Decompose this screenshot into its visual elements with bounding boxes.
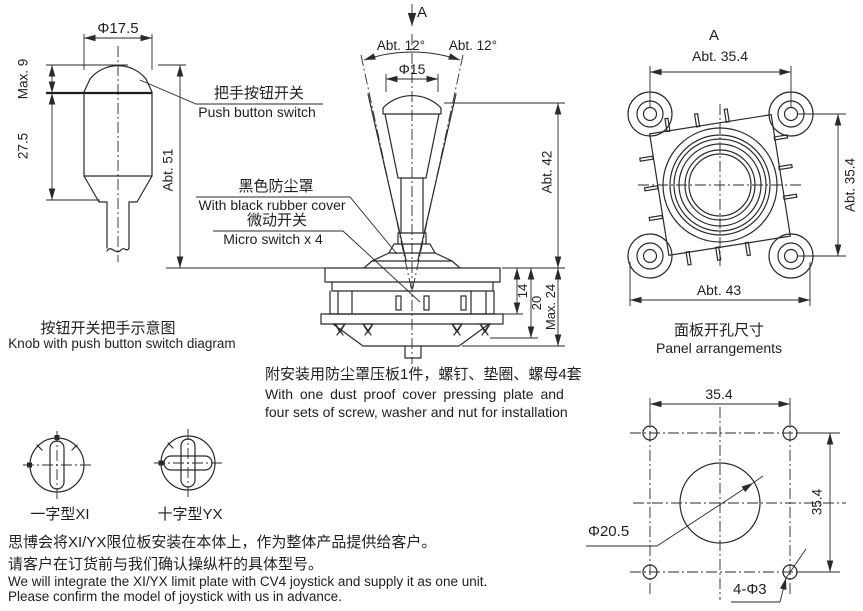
leader-label-rubber-cover-en: With black rubber cover	[198, 197, 346, 213]
knob-side-figure	[46, 34, 421, 303]
caption-knob-en: Knob with push button switch diagram	[8, 336, 236, 351]
view-label-panel-a: A	[708, 27, 720, 44]
leader-label-micro-switch-en: Micro switch x 4	[223, 231, 323, 247]
footer-line-en-1: We will integrate the XI/YX limit plate …	[8, 574, 488, 589]
view-label-a-arrow: A	[417, 4, 428, 21]
dim-label-center-hole: Φ20.5	[588, 523, 630, 540]
knob-type-yx-figure	[154, 429, 222, 497]
dim-label-template-height: 35.4	[809, 488, 825, 516]
footer-line-en-2: Please confirm the model of joystick wit…	[8, 589, 342, 604]
caption-knob-type-xi: 一字型XI	[30, 506, 90, 523]
dim-label-max24: Max. 24	[542, 283, 558, 331]
panel-view-figure	[627, 66, 846, 306]
dim-label-knob-abt51: Abt. 51	[160, 148, 176, 192]
dim-label-panel-width: Abt. 35.4	[691, 48, 749, 64]
caption-panel-zh: 面板开孔尺寸	[673, 322, 765, 339]
dim-label-panel-height: Abt. 35.4	[842, 157, 858, 213]
leader-label-micro-switch-zh: 微动开关	[246, 212, 308, 229]
footer-line-zh-1: 思博会将XI/YX限位板安装在本体上，作为整体产品提供给客户。	[8, 534, 437, 551]
dim-label-joystick-diameter: Φ15	[398, 61, 426, 77]
leader-label-rubber-cover-zh: 黑色防尘罩	[238, 178, 314, 195]
dim-label-knob-max9: Max. 9	[15, 58, 31, 100]
leader-label-push-button-en: Push button switch	[198, 104, 316, 120]
note-line-en-1: With one dust proof cover pressing plate…	[265, 386, 564, 402]
caption-knob-zh: 按钮开关把手示意图	[40, 320, 176, 337]
dim-label-panel-overall: Abt. 43	[696, 282, 742, 298]
dim-label-angle-right: Abt. 12°	[448, 38, 498, 53]
note-line-en-2: four sets of screw, washer and nut for i…	[265, 404, 568, 420]
drill-template-figure	[586, 398, 846, 603]
note-line-zh: 附安装用防尘罩压板1件，螺钉、垫圈、螺母4套	[265, 366, 582, 383]
knob-type-xi-figure	[23, 431, 91, 499]
caption-panel-en: Panel arrangements	[655, 340, 783, 356]
dim-label-angle-left: Abt. 12°	[376, 38, 426, 53]
dim-label-knob-275: 27.5	[15, 132, 31, 160]
dim-label-knob-diameter: Φ17.5	[97, 20, 139, 37]
caption-knob-type-yx: 十字型YX	[157, 506, 223, 523]
leader-label-push-button-zh: 把手按钮开关	[213, 85, 305, 102]
dim-label-abt42: Abt. 42	[539, 150, 555, 194]
footer-line-zh-2: 请客户在订货前与我们确认操纵杆的具体型号。	[8, 556, 324, 573]
dim-label-template-width: 35.4	[705, 386, 733, 402]
joystick-section-figure	[320, 4, 565, 364]
dim-label-corner-holes: 4-Φ3	[733, 581, 767, 598]
